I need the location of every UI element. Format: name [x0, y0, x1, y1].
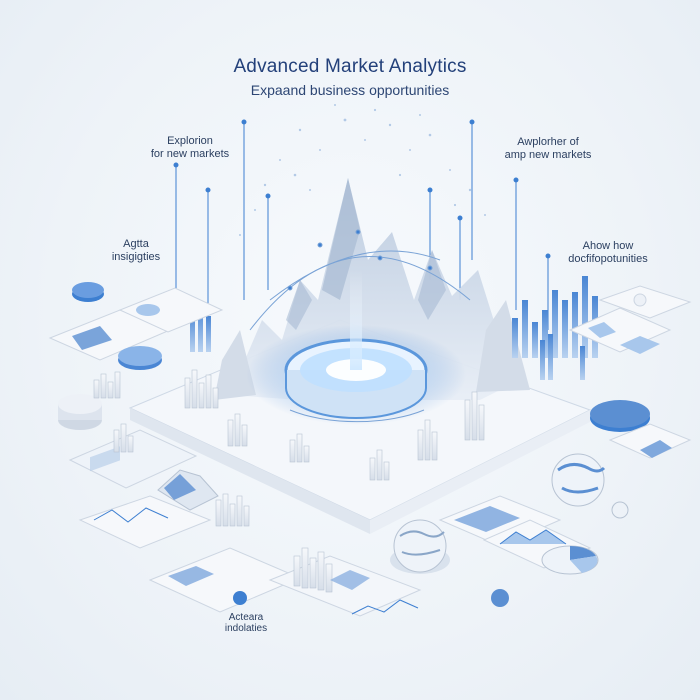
left-bar-chart — [190, 306, 211, 352]
globe-icon — [390, 519, 450, 574]
callout-top-right-line1: Awplorher of — [517, 136, 579, 148]
callout-top-left-line1: Explorion — [167, 135, 213, 147]
callout-top-left: Explorion for new markets — [140, 135, 240, 161]
left-tiles — [48, 287, 302, 613]
callout-mid-left: Agtta insigigties — [96, 238, 176, 264]
left-discs — [58, 282, 162, 430]
glowing-ring-icon — [246, 270, 466, 425]
callout-bottom-left: Acteara indolaties — [206, 612, 286, 634]
trend-arcs — [249, 229, 471, 331]
left-bar-groups — [93, 371, 250, 527]
small-dots — [233, 293, 647, 607]
page-subtitle: Expaand business opportunities — [250, 82, 450, 98]
particle-cloud — [239, 104, 486, 236]
callout-bottom-left-line1: Acteara — [228, 612, 264, 623]
callout-mid-right: Ahow how docfifopotunities — [548, 240, 668, 266]
callout-mid-left-line1: Agtta — [123, 238, 149, 250]
connector-lines — [173, 119, 551, 330]
callout-mid-right-line1: Ahow how — [582, 240, 634, 252]
callout-mid-right-line2: docfifopotunities — [568, 253, 648, 265]
callout-top-right: Awplorher of amp new markets — [488, 136, 608, 162]
callout-bottom-left-line2: indolaties — [224, 623, 268, 634]
callout-top-right-line2: amp new markets — [504, 149, 592, 161]
bottom-bar-cluster — [268, 547, 422, 617]
pie-chart-icon — [541, 545, 599, 575]
callout-top-left-line2: for new markets — [150, 148, 230, 160]
globe-icon-right — [551, 453, 606, 507]
platform-bars — [184, 369, 485, 481]
page-title: Advanced Market Analytics — [233, 56, 467, 77]
mini-mountain-icon — [157, 469, 219, 511]
callout-mid-left-line2: insigigties — [111, 251, 161, 263]
right-tiles — [438, 285, 692, 569]
